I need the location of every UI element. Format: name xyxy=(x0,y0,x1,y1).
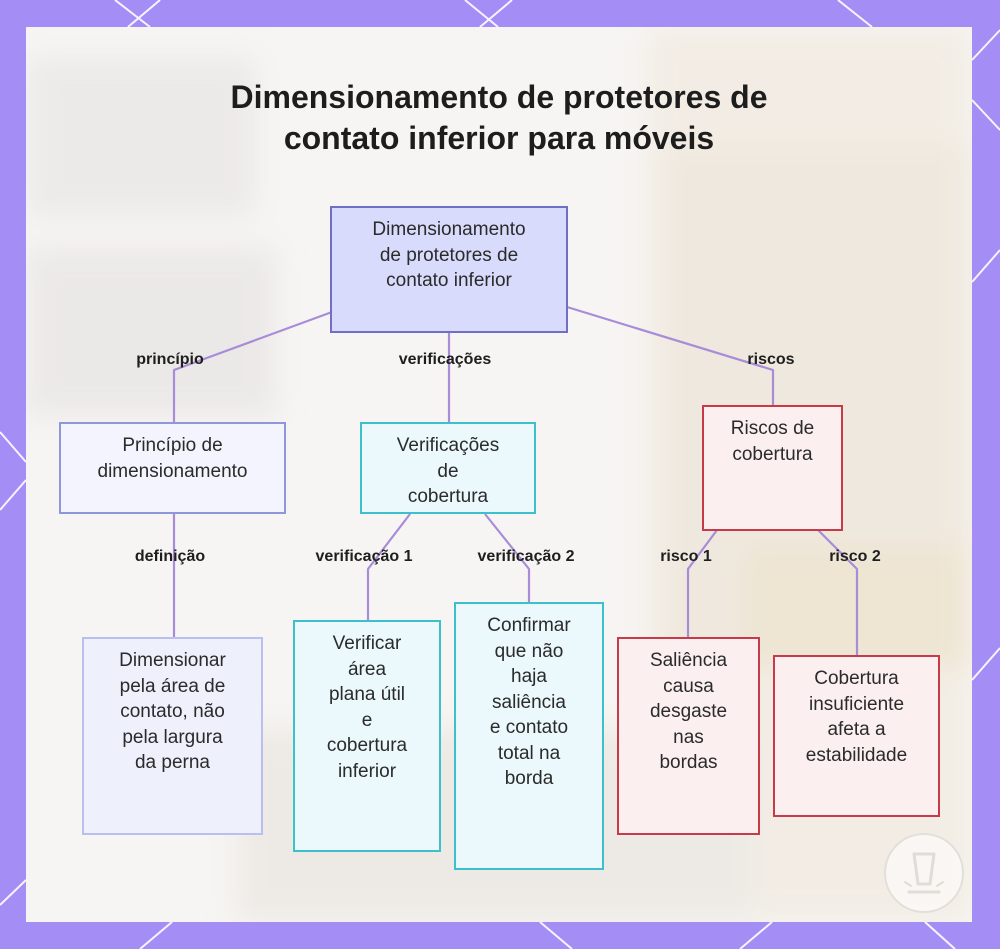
node-check2-line: Confirmar xyxy=(456,613,602,639)
edge-label-risk2: risco 2 xyxy=(829,547,881,567)
node-risk1-line: nas xyxy=(619,725,758,751)
edge-checks-check1 xyxy=(368,514,410,620)
node-root-line: Dimensionamento xyxy=(332,217,566,243)
diagram-card: Dimensionamento de protetores de contato… xyxy=(26,27,972,922)
node-check2: Confirmar que não haja saliência e conta… xyxy=(454,602,604,870)
node-check1-line: e xyxy=(295,708,439,734)
node-risk1-line: bordas xyxy=(619,750,758,776)
node-definition-line: da perna xyxy=(84,750,261,776)
edge-label-risks: riscos xyxy=(747,350,794,370)
node-risk2-line: Cobertura xyxy=(775,666,938,692)
edge-label-risk1: risco 1 xyxy=(660,547,712,567)
node-check1-line: plana útil xyxy=(295,682,439,708)
node-check2-line: e contato xyxy=(456,715,602,741)
node-principle-line: Princípio de xyxy=(61,433,284,459)
node-check1-line: cobertura xyxy=(295,733,439,759)
node-risk2-line: insuficiente xyxy=(775,692,938,718)
node-risk1-line: Saliência xyxy=(619,648,758,674)
node-checks: Verificações de cobertura xyxy=(360,422,536,514)
node-definition-line: pela área de xyxy=(84,674,261,700)
node-check2-line: saliência xyxy=(456,690,602,716)
edge-label-check2: verificação 2 xyxy=(478,547,575,567)
node-check2-line: que não xyxy=(456,639,602,665)
node-principle: Princípio de dimensionamento xyxy=(59,422,286,514)
node-principle-line: dimensionamento xyxy=(61,459,284,485)
node-root-line: de protetores de xyxy=(332,243,566,269)
node-checks-line: Verificações xyxy=(362,433,534,459)
node-check2-line: borda xyxy=(456,766,602,792)
node-root: Dimensionamento de protetores de contato… xyxy=(330,206,568,333)
edge-label-principle: princípio xyxy=(136,350,204,370)
node-risk1-line: causa xyxy=(619,674,758,700)
node-definition-line: contato, não xyxy=(84,699,261,725)
node-risk1-line: desgaste xyxy=(619,699,758,725)
edge-root-risks xyxy=(567,307,773,405)
node-risk2-line: afeta a xyxy=(775,717,938,743)
node-risks-line: cobertura xyxy=(704,442,841,468)
node-root-line: contato inferior xyxy=(332,268,566,294)
node-risk2-line: estabilidade xyxy=(775,743,938,769)
node-risk1: Saliência causa desgaste nas bordas xyxy=(617,637,760,835)
node-check1-line: inferior xyxy=(295,759,439,785)
edge-label-definition: definição xyxy=(135,547,205,567)
cup-logo-icon xyxy=(883,832,965,914)
node-risks-line: Riscos de xyxy=(704,416,841,442)
node-check1-line: área xyxy=(295,657,439,683)
node-check1-line: Verificar xyxy=(295,631,439,657)
edge-label-checks: verificações xyxy=(399,350,492,370)
node-risks: Riscos de cobertura xyxy=(702,405,843,531)
node-checks-line: de xyxy=(362,459,534,485)
node-risk2: Cobertura insuficiente afeta a estabilid… xyxy=(773,655,940,817)
node-checks-line: cobertura xyxy=(362,484,534,510)
node-check2-line: haja xyxy=(456,664,602,690)
edge-label-check1: verificação 1 xyxy=(316,547,413,567)
node-check2-line: total na xyxy=(456,741,602,767)
node-definition: Dimensionar pela área de contato, não pe… xyxy=(82,637,263,835)
node-definition-line: Dimensionar xyxy=(84,648,261,674)
node-definition-line: pela largura xyxy=(84,725,261,751)
node-check1: Verificar área plana útil e cobertura in… xyxy=(293,620,441,852)
